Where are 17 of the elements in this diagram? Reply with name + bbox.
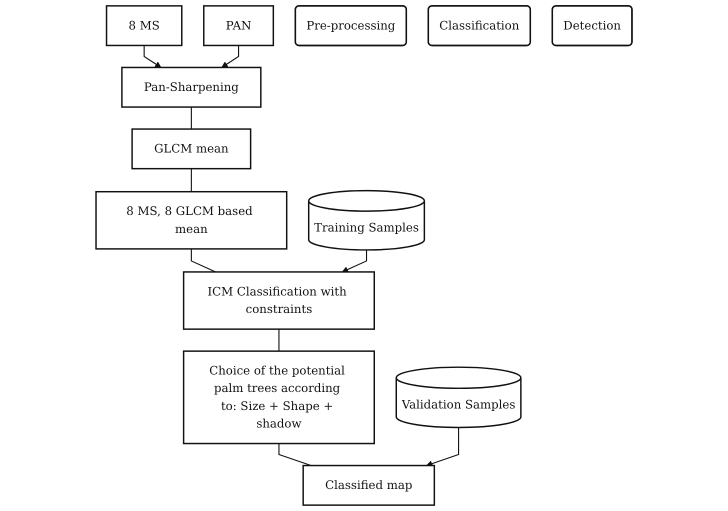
connector [190, 168, 192, 192]
arrow [144, 45, 162, 68]
node-box: Pan-Sharpening [121, 66, 262, 108]
node-box: ICM Classification with constraints [182, 271, 375, 330]
connector [278, 444, 312, 466]
node-box: Classified map [302, 464, 436, 506]
node-box: 8 MS [106, 5, 183, 46]
connector [190, 248, 216, 272]
arrow [342, 250, 368, 272]
arrow [426, 427, 460, 467]
node-box: Choice of the potential palm trees according to: Size + Shape + shadow [182, 350, 375, 444]
arrow [221, 45, 240, 68]
connector [278, 329, 280, 352]
node-box: PAN [203, 5, 274, 46]
node-box: 8 MS, 8 GLCM based mean [95, 190, 288, 250]
node-box: GLCM mean [131, 128, 252, 170]
connector [190, 107, 192, 130]
